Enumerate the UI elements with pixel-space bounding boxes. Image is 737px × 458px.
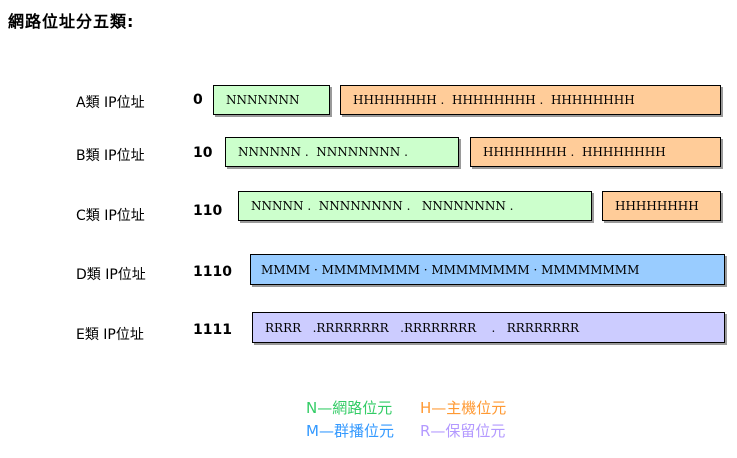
class-d-multicast-box: MMMM · MMMMMMMM · MMMMMMMM · MMMMMMMM [250,254,725,285]
class-c-network-box: NNNNN . NNNNNNNN . NNNNNNNN . [238,191,592,221]
class-b-host-box: HHHHHHHH . HHHHHHHH [470,137,721,167]
class-d-label: D類 IP位址 [76,267,146,283]
class-a-label: A類 IP位址 [76,95,145,111]
legend-host-bits: H—主機位元 [420,399,507,417]
class-a-prefix: 0 [193,92,203,108]
class-e-label: E類 IP位址 [76,327,144,343]
legend-multicast-bits: M—群播位元 [306,422,394,440]
class-e-prefix: 1111 [193,322,232,338]
class-d-prefix: 1110 [193,264,232,280]
class-b-label: B類 IP位址 [76,148,145,164]
page-title: 網路位址分五類: [8,12,135,31]
class-c-prefix: 110 [193,203,223,219]
legend-network-bits: N—網路位元 [306,399,393,417]
class-c-host-box: HHHHHHHH [602,191,721,221]
class-c-label: C類 IP位址 [76,208,145,224]
legend-reserved-bits: R—保留位元 [420,422,506,440]
class-b-network-box: NNNNNN . NNNNNNNN . [225,137,459,167]
class-b-prefix: 10 [193,145,213,161]
class-e-reserved-box: RRRR .RRRRRRRR .RRRRRRRR . RRRRRRRR [252,312,725,343]
class-a-host-box: HHHHHHHH . HHHHHHHH . HHHHHHHH [340,85,721,115]
class-a-network-box: NNNNNNN [213,85,330,115]
